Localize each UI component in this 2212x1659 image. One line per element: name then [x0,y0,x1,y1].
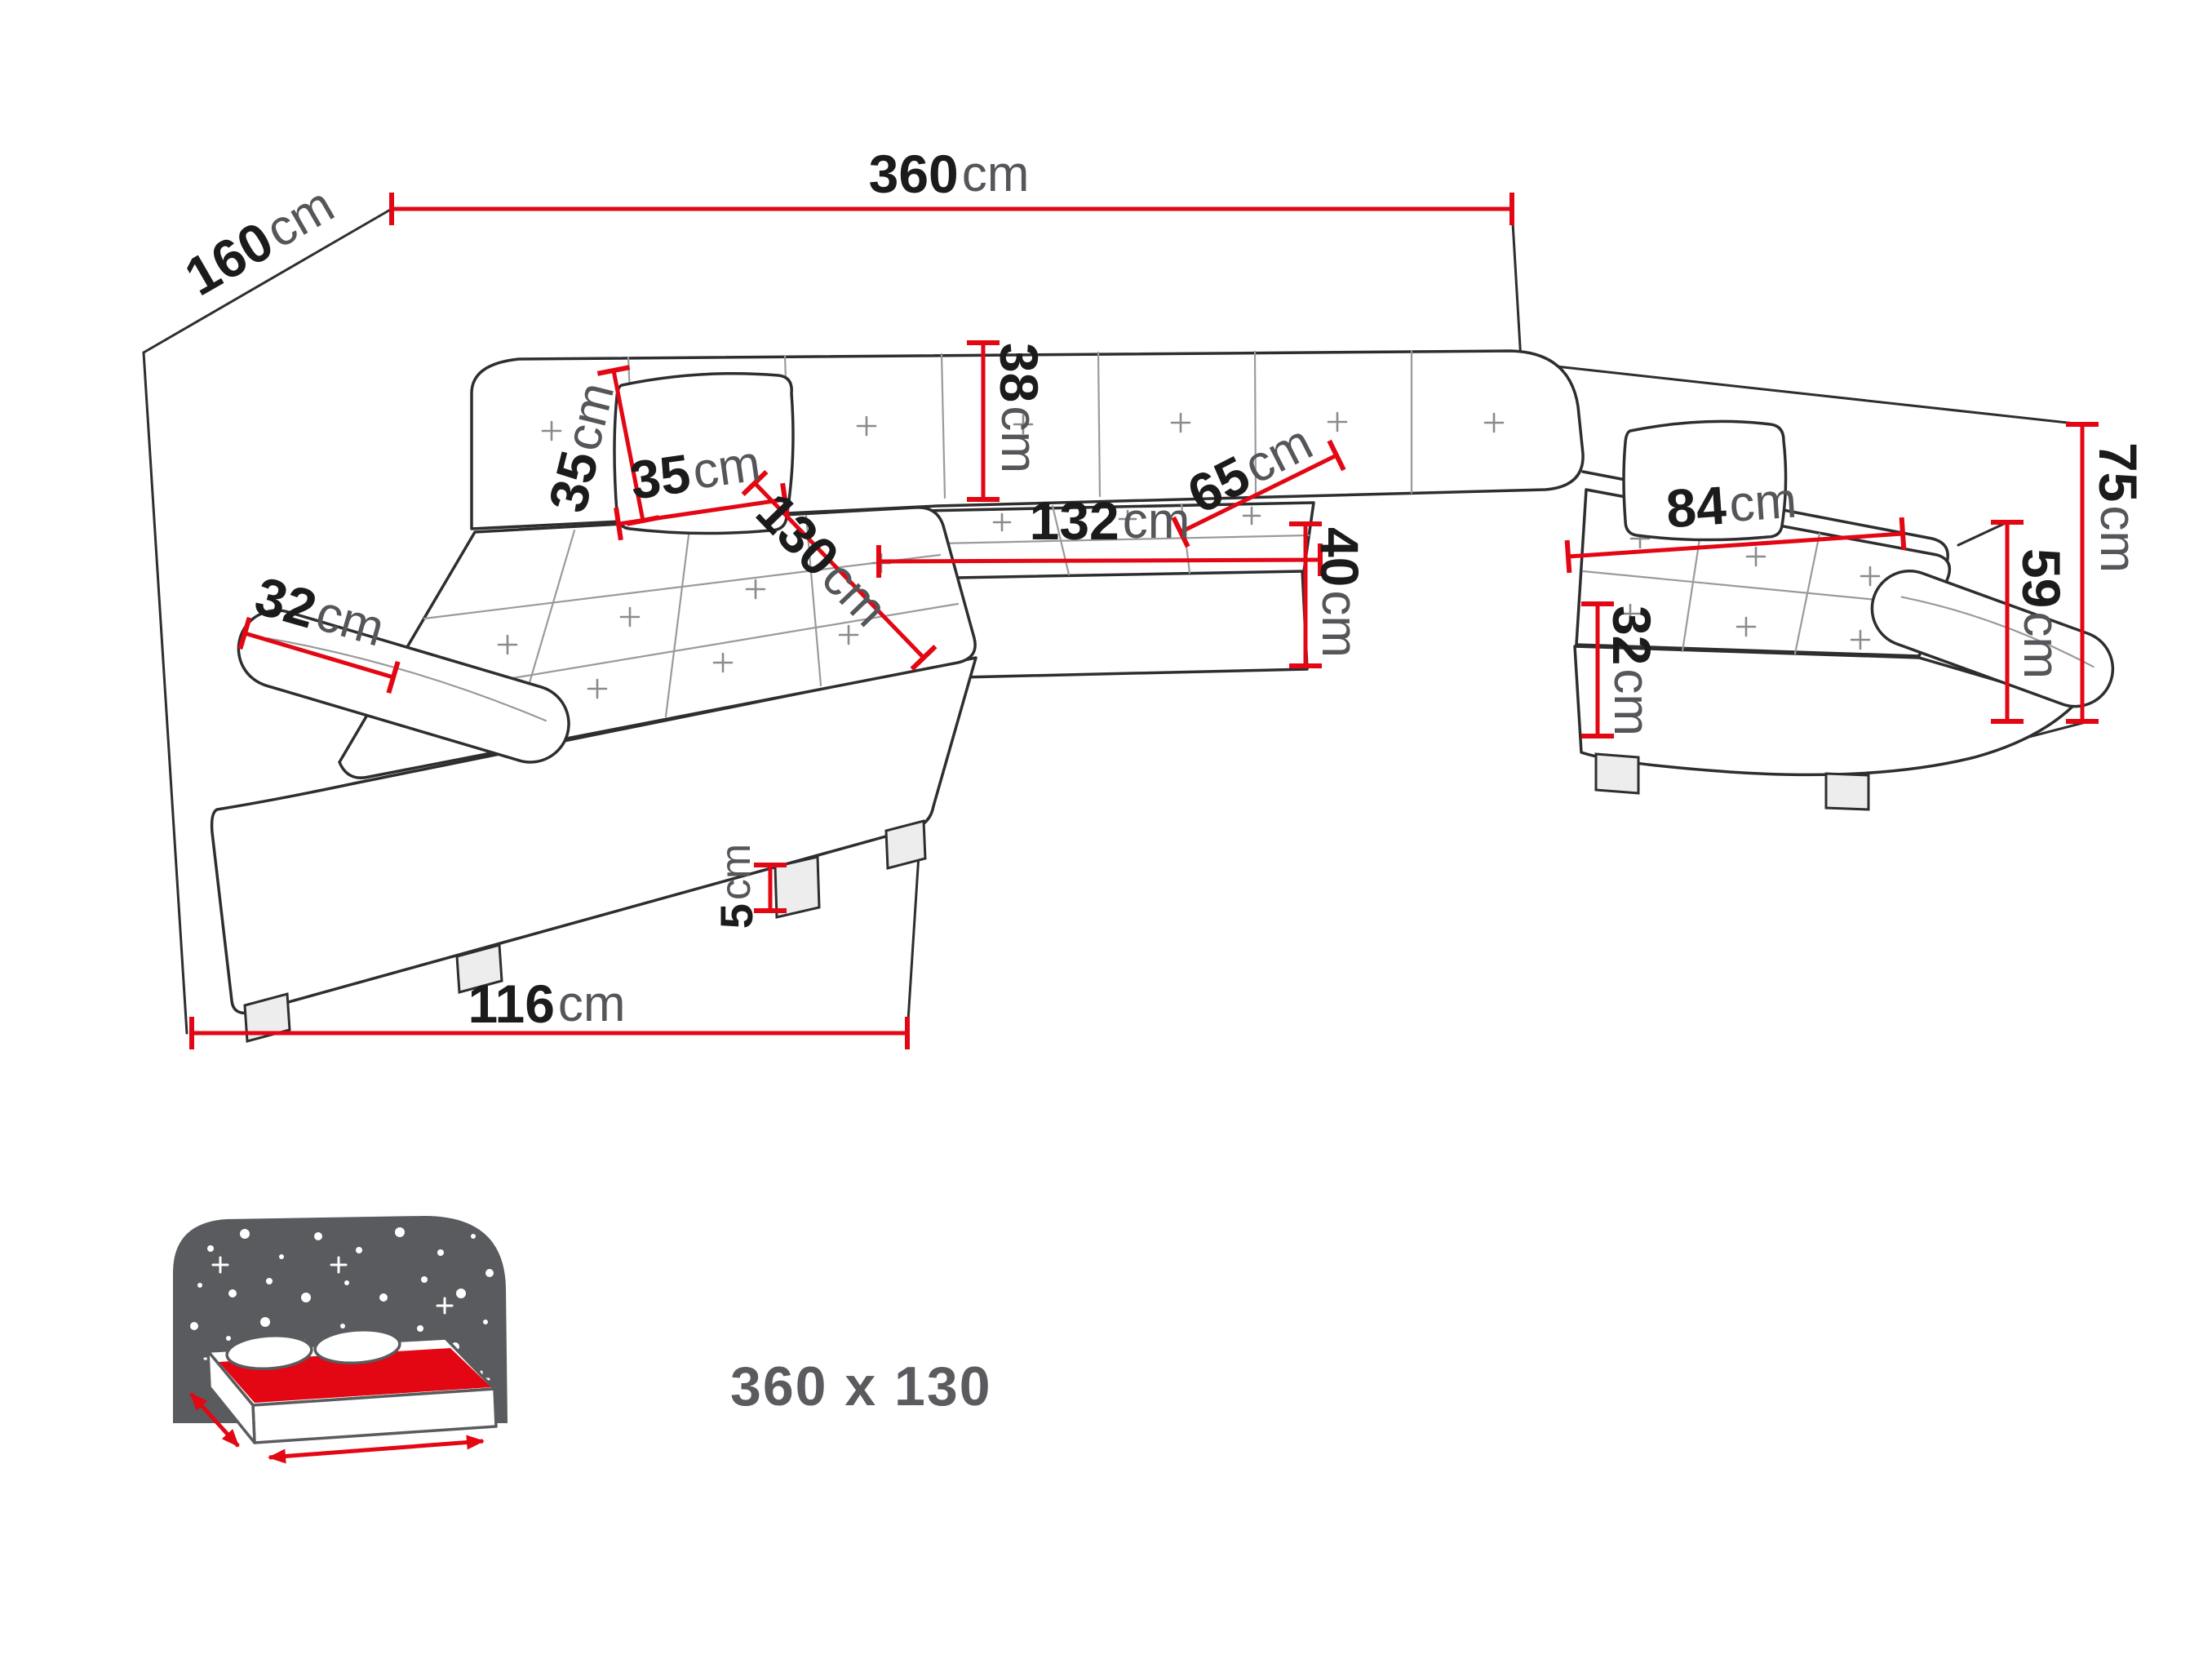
label-leg-height: 5cm [711,844,762,929]
label-right-front-height: 32cm [1602,605,1662,736]
dim-line-right-seat-length [1564,517,1907,574]
label-armrest-height: 59cm [2011,548,2072,679]
label-middle-seat-width: 132cm [1030,490,1190,551]
box-right-top-diagonal [1532,362,2084,426]
middle-base [953,568,1309,679]
pillow-left [225,1333,313,1371]
box-right-vertical [1510,207,1523,362]
label-total-width: 360cm [869,144,1030,204]
sofa-drawing [210,349,2115,1043]
left-chaise-seams [388,514,960,751]
box-depth-edge [142,207,393,354]
dimension-lines [189,193,2099,1049]
dim-line-chaise-seat-length [741,469,938,672]
box-armrest-connector [1957,521,2009,547]
right-chaise-back-edge [1581,470,1949,565]
dim-line-middle-seat-depth [1171,439,1346,548]
pillow-right [313,1328,401,1365]
width-arrow [268,1435,485,1464]
box-left-vertical [142,351,188,1035]
dim-line-middle-seat-width [875,543,1323,579]
dim-line-left-armrest-width [237,616,401,694]
middle-seat-tufting [992,506,1261,532]
label-total-height: 75cm [2088,442,2148,573]
label-backrest-height: 38cm [989,343,1049,473]
label-seat-height: 40cm [1310,527,1370,658]
label-chaise-length: 116cm [468,974,625,1034]
box-front-connector [906,827,922,1035]
label-total-depth: 160cm [175,175,344,307]
label-pillow-width: 35cm [627,432,765,511]
depth-arrow [189,1392,240,1448]
label-right-seat-length: 84cm [1665,470,1799,539]
sleeping-function-icon [173,1216,508,1464]
sleeping-size-label: 360 x 130 [730,1355,992,1417]
